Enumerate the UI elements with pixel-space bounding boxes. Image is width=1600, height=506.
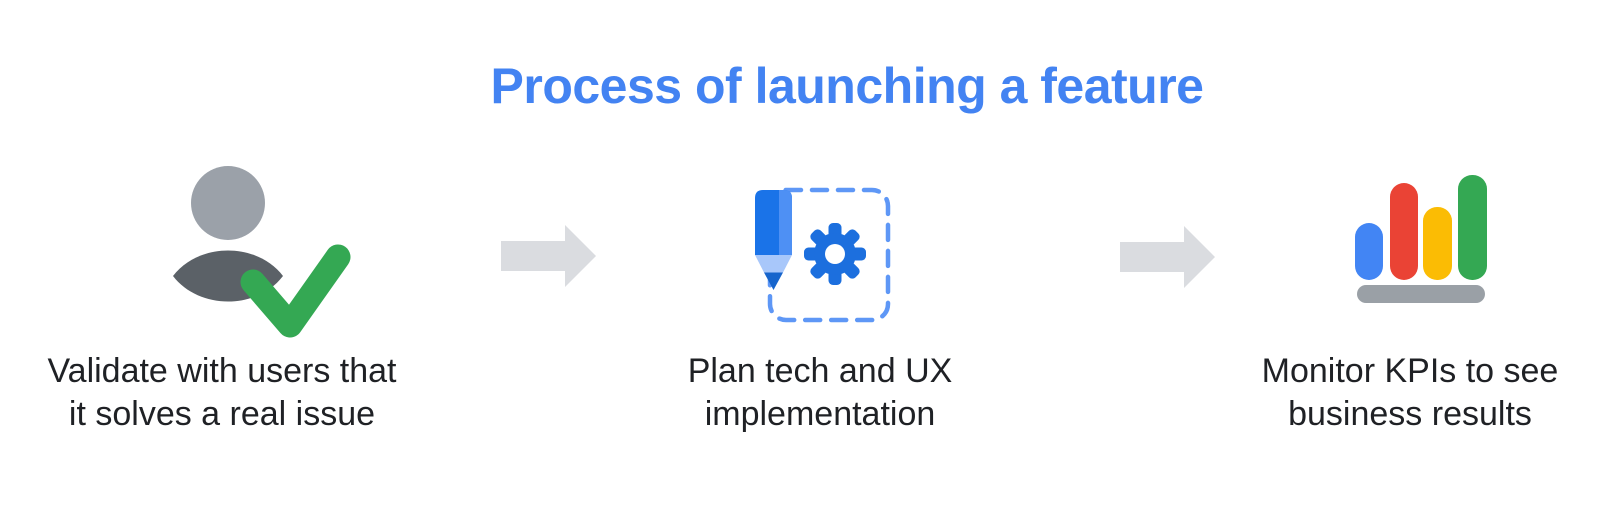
- gear-icon: [804, 223, 866, 285]
- caption-line: implementation: [704, 395, 936, 433]
- user-with-checkmark-icon: [173, 166, 351, 338]
- bar-green: [1458, 175, 1487, 280]
- step-caption-monitor: Monitor KPIs to see business results: [1190, 350, 1600, 436]
- pencil-icon: [755, 190, 792, 290]
- bar-red: [1390, 183, 1418, 280]
- pencil-body-highlight: [779, 190, 792, 255]
- bar-blue: [1355, 223, 1383, 280]
- arrow-shape: [501, 225, 596, 287]
- checkmark-icon: [240, 244, 351, 338]
- caption-line: Plan tech and UX: [687, 352, 953, 390]
- arrow-right-icon: [1120, 226, 1215, 288]
- caption-line: Monitor KPIs to see: [1261, 352, 1559, 390]
- person-head: [191, 166, 265, 240]
- pencil-tip: [755, 255, 792, 273]
- step-caption-plan: Plan tech and UX implementation: [620, 350, 1020, 436]
- caption-line: business results: [1288, 395, 1532, 433]
- gear-hole: [825, 244, 845, 264]
- caption-line: Validate with users that: [47, 352, 397, 390]
- pencil-point: [764, 272, 783, 290]
- bar-yellow: [1423, 207, 1452, 280]
- caption-line: it solves a real issue: [68, 395, 376, 433]
- bar-chart-base: [1357, 285, 1485, 303]
- step-caption-validate: Validate with users that it solves a rea…: [2, 350, 442, 436]
- page-title: Process of launching a feature: [490, 58, 1204, 114]
- arrow-right-icon: [501, 225, 596, 287]
- arrow-shape: [1120, 226, 1215, 288]
- bar-chart-icon: [1355, 175, 1487, 303]
- pencil-and-gear-icon: [755, 187, 891, 323]
